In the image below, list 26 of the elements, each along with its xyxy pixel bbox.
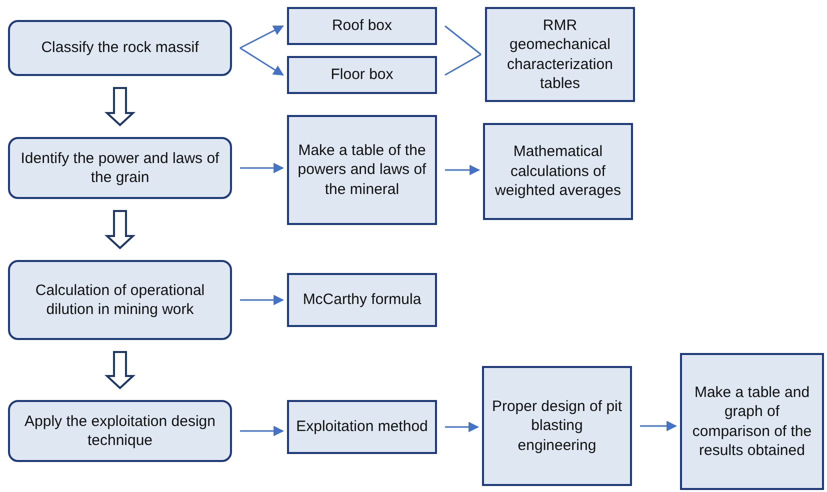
step-box: Calculation of operational dilution in mining work — [8, 260, 232, 340]
process-box: Proper design of pit blasting engineering — [482, 366, 632, 486]
arrow — [240, 294, 284, 306]
block-arrow — [104, 210, 136, 250]
process-box: Floor box — [287, 56, 437, 94]
connector-line — [444, 54, 482, 76]
arrow — [240, 426, 284, 436]
block-arrow — [104, 87, 136, 126]
step-box: Classify the rock massif — [8, 20, 232, 76]
process-box: Exploitation method — [287, 400, 437, 454]
process-box: Make a table and graph of comparison of the results obtained — [680, 353, 824, 490]
arrow — [240, 25, 284, 49]
connector-line — [444, 25, 482, 56]
arrow — [640, 420, 678, 432]
process-box: RMR geomechanical characterization tables — [485, 7, 635, 102]
arrow — [240, 162, 284, 174]
arrow — [445, 164, 480, 176]
arrow — [445, 422, 480, 432]
block-arrow — [104, 351, 136, 390]
arrow — [240, 47, 284, 76]
process-box: Roof box — [287, 7, 437, 45]
process-box: Mathematical calculations of weighted averages — [483, 123, 633, 220]
process-box: Make a table of the powers and laws of the mineral — [287, 115, 437, 225]
step-box: Identify the power and laws of the grain — [8, 137, 232, 199]
step-box: Apply the exploitation design technique — [8, 400, 232, 462]
process-box: McCarthy formula — [287, 273, 437, 327]
